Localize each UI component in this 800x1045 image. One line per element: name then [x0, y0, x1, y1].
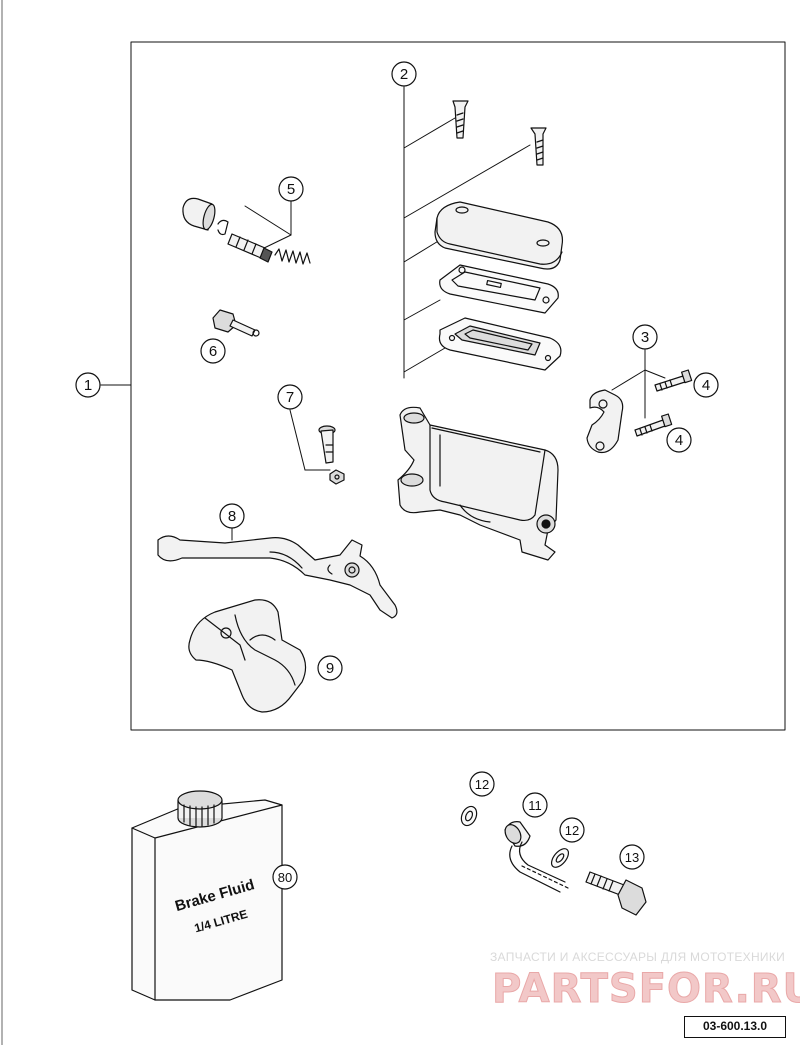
callout-8: 8 [228, 508, 236, 525]
callout-9: 9 [326, 660, 334, 677]
sealing-washer-12b [550, 848, 570, 868]
callout-5: 5 [287, 181, 295, 198]
callout-1: 1 [84, 377, 92, 394]
brake-fluid-can [131, 790, 283, 1001]
brake-lever [157, 535, 398, 619]
callout-80: 80 [278, 870, 292, 885]
callout-circles [75, 61, 719, 890]
piston-kit [182, 197, 311, 265]
reservoir-cover [434, 201, 564, 270]
watermark-logo: PARTSFOR.RU [491, 966, 800, 1013]
callout-4b: 4 [675, 432, 683, 449]
banjo-bolt-13 [585, 871, 647, 916]
handlebar-clamp [586, 389, 624, 454]
banjo-fitting-11 [504, 821, 569, 893]
callout-12a: 12 [475, 777, 489, 792]
diaphragm [438, 317, 562, 371]
callout-4a: 4 [702, 377, 710, 394]
bleed-screw [212, 309, 260, 337]
callout-11: 11 [528, 798, 542, 813]
cover-screw-1 [452, 100, 469, 139]
leader-lines [100, 86, 666, 541]
callout-3: 3 [641, 329, 649, 346]
cover-screw-2 [530, 127, 547, 166]
callout-7: 7 [286, 389, 294, 406]
clamp-bolt-1 [654, 369, 693, 392]
lever-pivot-bolt [318, 425, 345, 485]
callout-2: 2 [400, 66, 408, 83]
watermark-tagline: ЗАПЧАСТИ И АКСЕССУАРЫ ДЛЯ МОТОТЕХНИКИ [490, 950, 786, 964]
master-cylinder-body [397, 406, 559, 561]
callout-6: 6 [209, 343, 217, 360]
assembly-frame [130, 41, 786, 731]
clamp-bolt-2 [634, 413, 673, 437]
lever-guard [188, 599, 307, 713]
sealing-washer-12a [460, 805, 478, 827]
reference-code: 03-600.13.0 [684, 1016, 786, 1038]
cover-gasket [439, 264, 559, 314]
callout-13: 13 [625, 850, 639, 865]
callout-12b: 12 [565, 823, 579, 838]
